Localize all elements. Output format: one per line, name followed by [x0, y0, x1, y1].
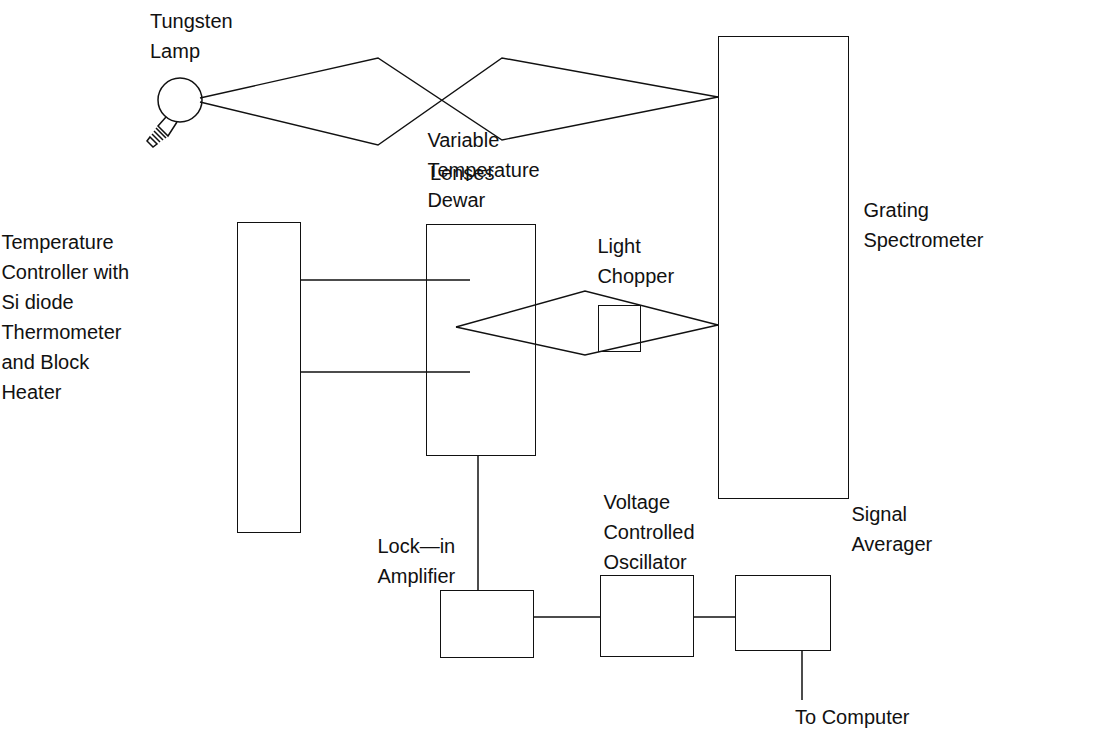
tungsten-bulb — [147, 78, 202, 147]
node-label: Light Chopper — [597, 231, 687, 291]
chopped-light-path — [456, 291, 718, 355]
node-label: Signal Averager — [851, 499, 951, 559]
signal-wire — [534, 616, 600, 618]
vco-box: Voltage Controlled Oscillator — [600, 575, 694, 657]
signal-wire — [477, 456, 479, 590]
signal-wire — [301, 371, 426, 373]
lamp-label: Tungsten Lamp — [150, 6, 250, 66]
controller-box: Temperature Controller with Si diode The… — [237, 222, 301, 533]
chopper-box: Light Chopper — [598, 305, 641, 352]
signal-wire — [301, 279, 426, 281]
node-label: Voltage Controlled Oscillator — [603, 487, 703, 577]
dewar-inner-wires — [426, 280, 470, 372]
averager-box: Signal Averager — [735, 575, 831, 651]
spectrometer-box: Grating Spectrometer — [718, 36, 849, 499]
dewar-box: Variable Temperature Dewar — [426, 224, 536, 456]
node-label: Lock—in Amplifier — [377, 531, 477, 591]
lock-in-box: Lock—in Amplifier — [440, 590, 534, 658]
node-label: Grating Spectrometer — [863, 195, 1003, 255]
lens-label: Lenses — [430, 158, 530, 188]
computer-label: To Computer — [795, 702, 955, 732]
signal-wire — [694, 616, 735, 618]
output-lead — [801, 651, 803, 700]
node-label: Temperature Controller with Si diode The… — [1, 227, 131, 407]
